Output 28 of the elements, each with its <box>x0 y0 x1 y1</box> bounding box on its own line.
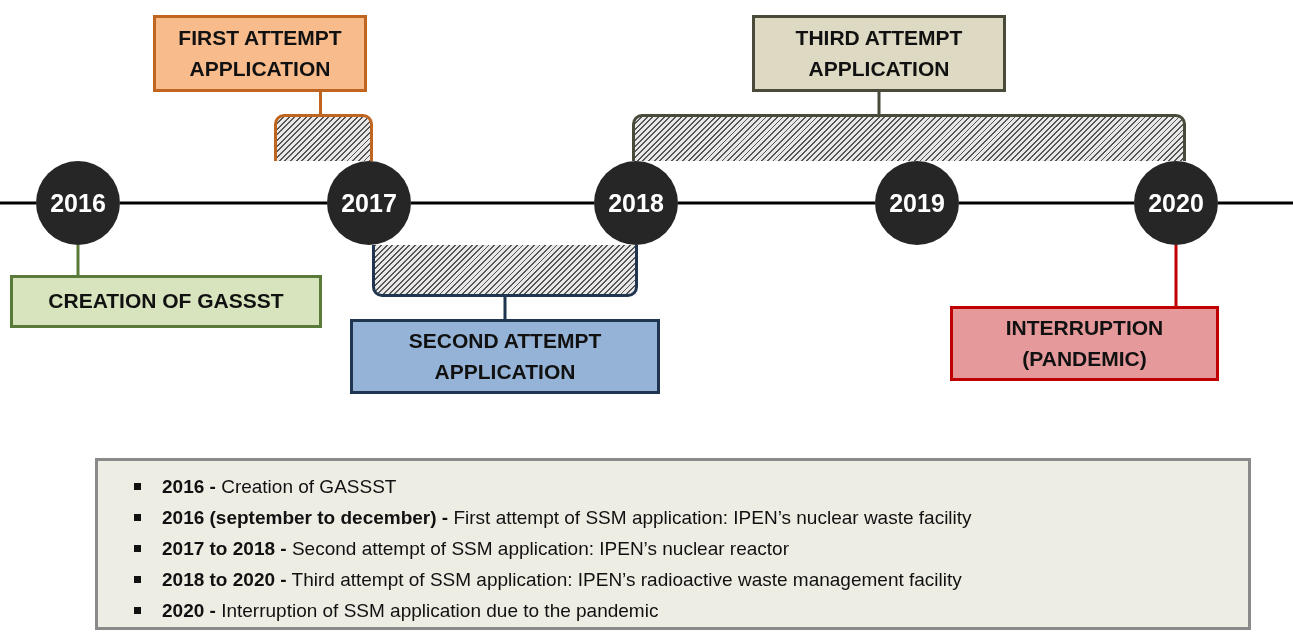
period-band <box>274 114 373 161</box>
attempt-box: SECOND ATTEMPT APPLICATION <box>350 319 660 394</box>
attempt-box: FIRST ATTEMPT APPLICATION <box>153 15 367 92</box>
attempt-box: THIRD ATTEMPT APPLICATION <box>752 15 1006 92</box>
note-text: 2018 to 2020 - Third attempt of SSM application: IPEN’s radioactive waste management facility <box>128 564 1248 595</box>
connector-line <box>319 92 322 114</box>
year-circle: 2017 <box>327 161 411 245</box>
connector-line <box>503 297 507 319</box>
timeline-axis <box>411 201 594 205</box>
note-text: 2017 to 2018 - Second attempt of SSM application: IPEN’s nuclear reactor <box>128 533 1248 564</box>
year-circle: 2018 <box>594 161 678 245</box>
notes-panel <box>95 458 1251 630</box>
connector-line <box>877 92 881 114</box>
note-text: 2020 - Interruption of SSM application due to the pandemic <box>128 595 1248 626</box>
period-band <box>632 114 1186 161</box>
note-text: 2016 (september to december) - First attempt of SSM application: IPEN’s nuclear waste facility <box>128 502 1248 533</box>
year-circle: 2020 <box>1134 161 1218 245</box>
timeline-axis <box>959 201 1134 205</box>
connector-line <box>1174 245 1178 306</box>
year-circle: 2019 <box>875 161 959 245</box>
timeline-axis <box>678 201 875 205</box>
note-text: 2016 - Creation of GASSST <box>128 471 1248 502</box>
period-band <box>372 245 638 297</box>
event-box: INTERRUPTION (PANDEMIC) <box>950 306 1219 381</box>
connector-line <box>76 245 80 275</box>
timeline-axis <box>120 201 327 205</box>
year-circle: 2016 <box>36 161 120 245</box>
event-box: CREATION OF GASSST <box>10 275 322 328</box>
